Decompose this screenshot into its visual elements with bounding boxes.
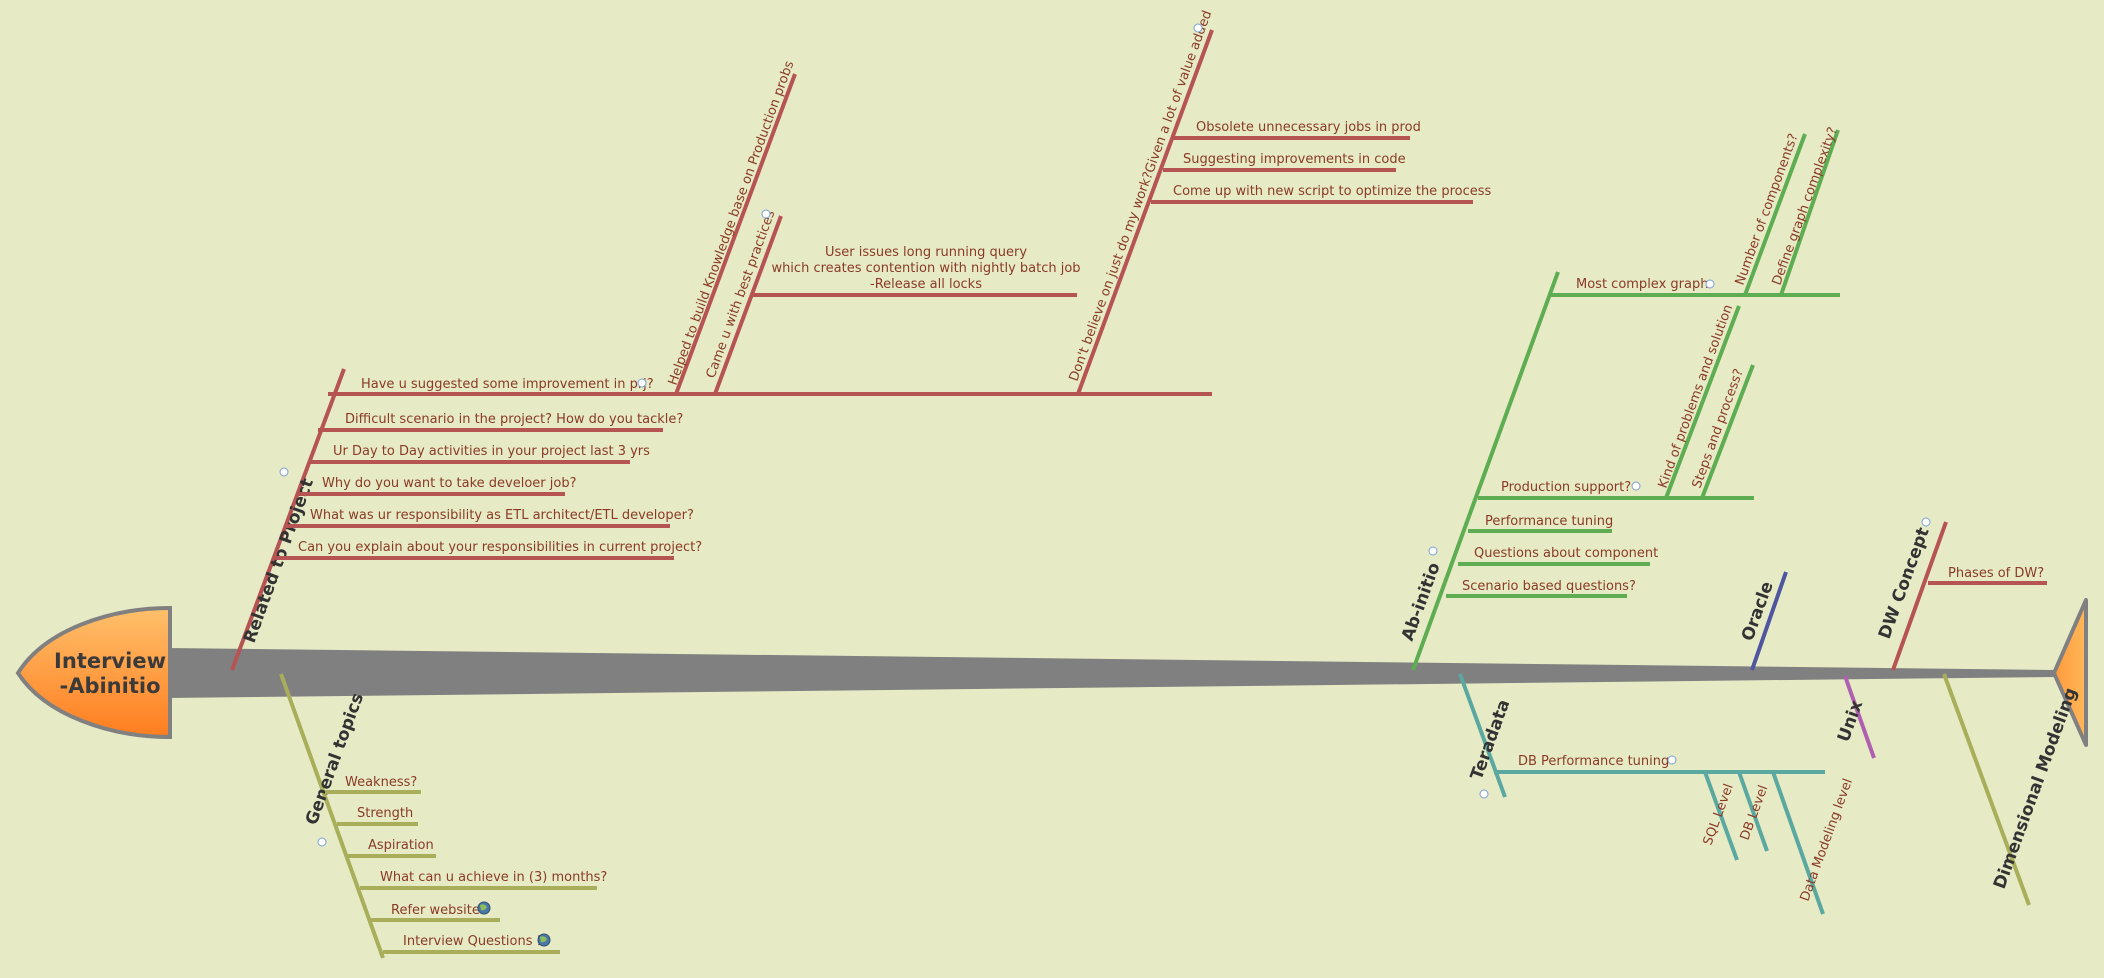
unix-main-line	[1843, 675, 1876, 759]
branch-dimensional-modeling: Dimensional Modeling	[1942, 673, 2081, 906]
user-issue-line1[interactable]: User issues long running query	[825, 245, 1027, 260]
branch-general-topics: General topics Weakness? Strength Aspira…	[279, 673, 607, 959]
abinitio-item-complex-graph[interactable]: Most complex graph	[1576, 277, 1708, 292]
general-item-strength[interactable]: Strength	[357, 806, 413, 821]
general-item-aspiration[interactable]: Aspiration	[368, 838, 434, 853]
project-item-why[interactable]: Why do you want to take develoer job?	[322, 476, 576, 491]
steps-process-line	[1700, 364, 1755, 499]
branch-dw-concept: DW Concept Phases of DW?	[1875, 517, 2047, 671]
fish-tail	[2052, 598, 2088, 747]
dw-item-phases[interactable]: Phases of DW?	[1948, 566, 2044, 581]
db-level-item[interactable]: DB Level	[1738, 783, 1772, 842]
abinitio-item-scenario[interactable]: Scenario based questions?	[1462, 579, 1636, 594]
dimensional-main-line	[1942, 673, 2031, 906]
branch-oracle: Oracle	[1738, 571, 1788, 671]
central-topic-line1: Interview	[54, 649, 166, 673]
central-topic-line2: -Abinitio	[59, 674, 160, 698]
category-dimensional-modeling[interactable]: Dimensional Modeling	[1990, 685, 2081, 891]
category-related-to-project[interactable]: Related to Project	[240, 476, 318, 646]
project-item-difficult[interactable]: Difficult scenario in the project? How d…	[345, 412, 683, 427]
abinitio-item-production-support[interactable]: Production support?	[1501, 480, 1631, 495]
head-shape	[15, 605, 172, 740]
production-support-collapse-icon[interactable]	[1631, 481, 1641, 491]
project-main-line	[230, 368, 346, 671]
knowledge-base-line	[674, 73, 797, 395]
dw-collapse-icon[interactable]	[1921, 517, 1931, 527]
general-item-weakness[interactable]: Weakness?	[345, 775, 417, 790]
dw-main-line	[1891, 521, 1948, 671]
graph-complexity-line	[1779, 129, 1840, 296]
project-item-daytoday[interactable]: Ur Day to Day activities in your project…	[333, 444, 650, 459]
project-collapse-icon[interactable]	[279, 467, 289, 477]
branch-teradata: Teradata DB Performance tuning SQL Level…	[1458, 673, 1856, 915]
project-item-explain[interactable]: Can you explain about your responsibilit…	[298, 540, 702, 555]
data-modeling-item[interactable]: Data Modeling level	[1798, 777, 1856, 904]
sql-level-line	[1703, 771, 1739, 861]
db-performance-collapse-icon[interactable]	[1667, 755, 1677, 765]
dont-believe-line	[1076, 29, 1214, 395]
obsolete-item[interactable]: Obsolete unnecessary jobs in prod	[1196, 120, 1421, 135]
sql-level-item[interactable]: SQL Level	[1701, 782, 1737, 847]
teradata-item-db-perf[interactable]: DB Performance tuning	[1518, 754, 1669, 769]
teradata-main-line	[1458, 673, 1507, 798]
suggested-collapse-icon[interactable]	[637, 378, 647, 388]
dont-believe-collapse-icon[interactable]	[1193, 23, 1203, 33]
user-issue-line2[interactable]: which creates contention with nightly ba…	[771, 261, 1080, 276]
branch-related-to-project: Related to Project Have u suggested some…	[230, 9, 1491, 671]
kind-problems-line	[1664, 305, 1741, 499]
abinitio-item-performance[interactable]: Performance tuning	[1485, 514, 1613, 529]
abinitio-item-questions-component[interactable]: Questions about component	[1474, 546, 1658, 561]
db-level-line	[1737, 771, 1769, 852]
project-item-suggested[interactable]: Have u suggested some improvement in prj…	[361, 377, 654, 392]
general-item-refer[interactable]: Refer website	[391, 903, 480, 918]
general-main-line	[279, 673, 385, 959]
globe-icon[interactable]	[537, 933, 551, 947]
general-item-achieve[interactable]: What can u achieve in (3) months?	[380, 870, 607, 885]
general-collapse-icon[interactable]	[317, 837, 327, 847]
user-issue-line3[interactable]: -Release all locks	[870, 277, 982, 292]
abinitio-collapse-icon[interactable]	[1428, 546, 1438, 556]
abinitio-main-line	[1411, 271, 1560, 671]
globe-icon[interactable]	[477, 901, 491, 915]
best-practices-line	[713, 215, 783, 395]
new-script-item[interactable]: Come up with new script to optimize the …	[1173, 184, 1491, 199]
teradata-collapse-icon[interactable]	[1479, 789, 1489, 799]
central-topic[interactable]: Interview -Abinitio	[15, 605, 172, 740]
suggesting-item[interactable]: Suggesting improvements in code	[1183, 152, 1406, 167]
project-item-responsibility[interactable]: What was ur responsibility as ETL archit…	[310, 508, 694, 523]
general-item-questions[interactable]: Interview Questions 1	[403, 934, 545, 949]
best-practices-collapse-icon[interactable]	[761, 209, 771, 219]
fishbone-spine	[168, 648, 2054, 698]
branch-unix: Unix	[1834, 675, 1876, 759]
complex-graph-collapse-icon[interactable]	[1705, 279, 1715, 289]
data-modeling-line	[1771, 771, 1825, 915]
num-components-line	[1743, 133, 1807, 296]
oracle-main-line	[1750, 571, 1788, 671]
